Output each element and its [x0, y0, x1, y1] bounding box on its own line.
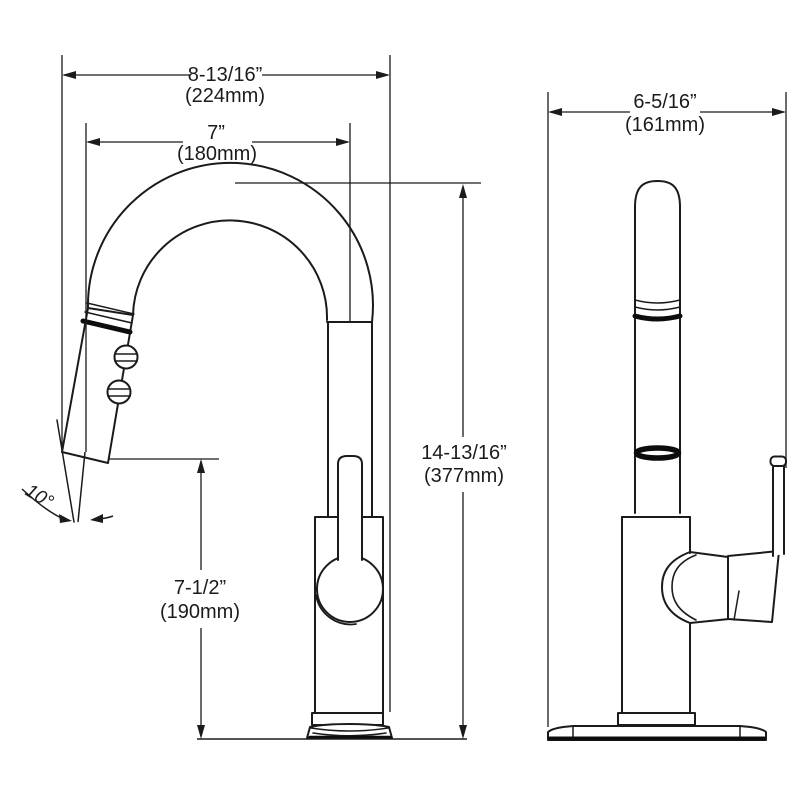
front-dimensions: 8-13/16” (224mm) 7” (180mm) 14-13/16” (3… [21, 55, 507, 739]
dim-depth-in: 6-5/16” [633, 91, 696, 113]
wand-axis-line [57, 420, 74, 522]
side-spout-dome [635, 181, 680, 207]
side-wand-seam-2 [635, 307, 680, 310]
wand-seam-2 [85, 312, 132, 323]
wand-seam-1 [87, 303, 134, 314]
side-handle-grip [728, 551, 779, 622]
side-handle-bar-fill [773, 466, 784, 556]
arrow-left-icon [86, 138, 100, 146]
front-view [57, 163, 392, 738]
arrow-right-icon [59, 514, 72, 523]
dim-overall-width-mm: (224mm) [185, 85, 265, 107]
handle-hub-shade [316, 595, 356, 624]
spout-inner-arc [133, 220, 327, 320]
dim-overall-width: 8-13/16” (224mm) [62, 64, 390, 107]
angle-annotation: 10° [21, 452, 113, 523]
side-wand-seam-1 [635, 300, 680, 303]
arrow-up-icon [459, 184, 467, 198]
dim-overall-width-in: 8-13/16” [188, 64, 263, 86]
side-handle-bar-cap [771, 457, 787, 467]
side-body-fill [622, 517, 690, 713]
arrow-down-icon [197, 725, 205, 739]
side-cone-inner [672, 555, 696, 620]
spray-button-top [115, 346, 138, 369]
dim-spout-height-in: 7-1/2” [174, 577, 226, 599]
arrow-left-icon [62, 71, 76, 79]
angle-ref-line [78, 452, 85, 522]
spray-button-bottom [108, 381, 131, 404]
side-handle-grip-line [734, 591, 739, 620]
base-lower-curve2 [313, 733, 386, 736]
side-wand-band [635, 316, 680, 319]
side-view [548, 181, 786, 740]
dim-spout-reach: 7” (180mm) [86, 122, 350, 165]
spray-angle-label: 10° [21, 480, 57, 513]
dim-overall-height-in: 14-13/16” [421, 442, 507, 464]
dim-depth-mm: (161mm) [625, 114, 705, 136]
arrow-right-icon [772, 108, 786, 116]
spray-wand-fill [62, 308, 133, 463]
arrow-right-icon [336, 138, 350, 146]
side-cone-outer [662, 552, 690, 623]
arrow-left-icon [90, 514, 103, 523]
dim-spout-reach-in: 7” [207, 122, 225, 144]
side-dimensions: 6-5/16” (161mm) [548, 91, 786, 727]
side-base-step [618, 713, 695, 725]
side-cone-top [690, 552, 728, 557]
base-lower-curve1 [311, 728, 388, 731]
arrow-down-icon [459, 725, 467, 739]
spout-outer-arc [88, 163, 373, 322]
dim-depth: 6-5/16” (161mm) [548, 91, 786, 136]
dim-spout-height: 7-1/2” (190mm) [160, 459, 240, 739]
dim-overall-height: 14-13/16” (377mm) [421, 184, 507, 739]
dim-spout-reach-mm: (180mm) [177, 143, 257, 165]
side-cone-bottom [690, 619, 729, 623]
wand-band [83, 321, 130, 332]
handle-lever-fill [338, 456, 362, 560]
side-handle-bar [773, 466, 784, 556]
side-wand-outlet [637, 448, 679, 458]
handle-hub [317, 556, 383, 622]
arrow-right-icon [376, 71, 390, 79]
arrow-up-icon [197, 459, 205, 473]
dim-overall-height-mm: (377mm) [424, 465, 504, 487]
dim-spout-height-mm: (190mm) [160, 601, 240, 623]
spray-wand [62, 308, 133, 463]
handle-lever [338, 456, 362, 560]
arrow-left-icon [548, 108, 562, 116]
